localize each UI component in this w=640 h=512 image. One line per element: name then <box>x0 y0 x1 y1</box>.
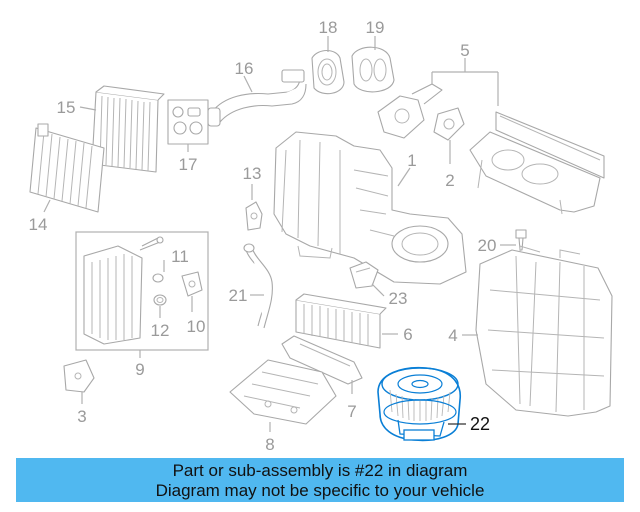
callout-20: 20 <box>478 236 497 255</box>
part-10-valve <box>181 271 203 297</box>
part-13-sensor <box>245 201 263 231</box>
part-14-evaporator <box>29 123 105 213</box>
part-23-resistor <box>349 261 379 289</box>
part-17-clips <box>167 99 209 145</box>
part-22-blower-motor <box>377 366 461 442</box>
callout-1: 1 <box>407 151 416 170</box>
caption-line-1: Part or sub-assembly is #22 in diagram <box>172 461 468 480</box>
callout-13: 13 <box>243 164 262 183</box>
part-11-oring <box>152 273 164 283</box>
part-9-assembly <box>83 236 164 345</box>
part-flap-housing <box>469 111 605 215</box>
caption-line-2: Diagram may not be specific to your vehi… <box>155 481 485 500</box>
callout-22: 22 <box>470 414 490 434</box>
callout-14: 14 <box>29 215 48 234</box>
part-1-hvac-housing <box>273 131 467 285</box>
callout-19: 19 <box>366 18 385 37</box>
callout-4: 4 <box>448 326 457 345</box>
part-18-grommet <box>311 49 345 95</box>
exploded-parts-diagram: 18 19 16 15 17 14 <box>29 18 613 454</box>
callout-5: 5 <box>460 41 469 60</box>
part-3-bracket <box>63 359 95 393</box>
part-8-lower-panel <box>229 359 337 425</box>
part-4-distribution-housing <box>475 245 613 417</box>
callout-18: 18 <box>319 18 338 37</box>
callout-23: 23 <box>389 289 408 308</box>
caption-banner: Part or sub-assembly is #22 in diagram D… <box>16 458 624 502</box>
callout-17: 17 <box>179 155 198 174</box>
callout-6: 6 <box>403 325 412 344</box>
part-16-heater-pipes <box>207 69 307 127</box>
callout-16: 16 <box>235 59 254 78</box>
callout-3: 3 <box>77 407 86 426</box>
part-7-cover <box>281 335 363 385</box>
callout-9: 9 <box>135 360 144 379</box>
part-5-actuators <box>377 83 465 141</box>
callout-10: 10 <box>187 317 206 336</box>
callout-8: 8 <box>265 435 274 454</box>
part-19-double-grommet <box>351 46 395 93</box>
callout-12: 12 <box>151 321 170 340</box>
callout-7: 7 <box>347 402 356 421</box>
callout-15: 15 <box>57 98 76 117</box>
part-21-drain-hose <box>243 243 273 329</box>
callout-11: 11 <box>171 247 189 266</box>
part-6-cabin-filter <box>295 293 387 349</box>
callout-21: 21 <box>229 286 248 305</box>
callout-2: 2 <box>445 171 454 190</box>
part-15-heater-core <box>91 85 165 173</box>
part-9-box <box>75 231 209 351</box>
part-12-seal <box>153 294 167 306</box>
